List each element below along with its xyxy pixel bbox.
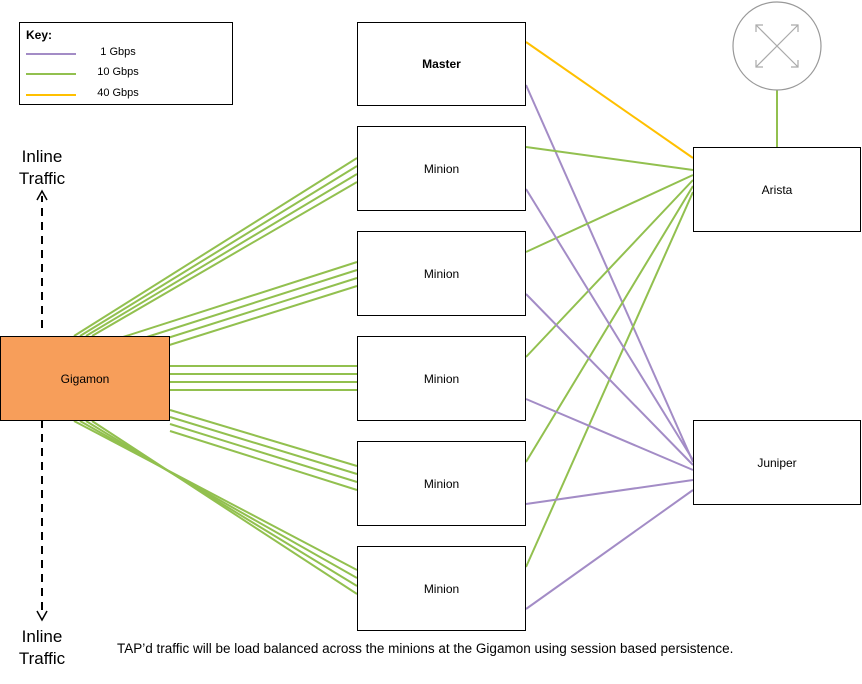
inline-arrow-down-head	[36, 610, 48, 622]
legend-label-1g: 1 Gbps	[100, 46, 136, 58]
inline-traffic-top-line1: Inline	[21, 147, 63, 166]
gigamon-minion-5-link-1	[73, 420, 358, 571]
gigamon-node: Gigamon	[0, 336, 170, 421]
minion-3-arista-link	[525, 179, 694, 358]
legend-item-1g: 1 Gbps	[26, 46, 226, 80]
legend-swatch-1g	[26, 53, 76, 55]
gigamon-minion-4-link-4	[169, 430, 358, 491]
gigamon-minion-2-link-2	[127, 269, 358, 344]
minion-2-arista-link	[525, 174, 694, 253]
minion-2-juniper-link	[525, 293, 694, 466]
inline-traffic-bottom-line1: Inline	[21, 627, 63, 646]
minion-node-4: Minion	[357, 441, 526, 526]
gigamon-minion-4-link-3	[169, 423, 358, 483]
legend-label-40g: 40 Gbps	[97, 87, 139, 99]
legend-swatch-40g	[26, 94, 76, 96]
legend-item-40g: 40 Gbps	[26, 87, 226, 102]
internet-globe-icon	[732, 1, 822, 91]
gigamon-minion-1-link-1	[73, 157, 358, 337]
inline-traffic-top-line2: Traffic	[18, 169, 66, 188]
inline-traffic-arrows	[36, 189, 48, 622]
minion-1-juniper-link	[525, 188, 694, 461]
minion-node-1: Minion	[357, 126, 526, 211]
legend-swatch-10g	[26, 73, 76, 75]
gigamon-minion-4-link-2	[169, 416, 358, 475]
juniper-router-node: Juniper	[693, 420, 861, 505]
master-node: Master	[357, 22, 526, 106]
minion-4-juniper-link	[525, 479, 694, 505]
inline-traffic-label-top: Inline Traffic	[7, 146, 77, 190]
gigamon-minion-2-link-1	[119, 261, 358, 339]
inline-arrow-up-head	[36, 189, 48, 201]
legend-label-10g: 10 Gbps	[97, 66, 139, 78]
master-arista-link	[525, 41, 694, 159]
gigamon-minion-5-link-2	[79, 420, 358, 579]
legend-title: Key:	[26, 28, 53, 42]
minion-node-3: Minion	[357, 336, 526, 421]
minion-5-juniper-link	[525, 489, 694, 610]
inline-traffic-bottom-line2: Traffic	[18, 649, 66, 668]
inline-traffic-label-bottom: Inline Traffic	[7, 626, 77, 670]
legend-key: Key: 1 Gbps 10 Gbps 40 Gbps	[19, 22, 233, 105]
minion-3-juniper-link	[525, 398, 694, 471]
gigamon-minion-1-link-2	[79, 165, 358, 337]
gigamon-minion-5-link-4	[91, 420, 358, 595]
minion-node-5: Minion	[357, 546, 526, 631]
arista-switch-node: Arista	[693, 147, 861, 232]
gigamon-minion-5-link-3	[85, 420, 358, 587]
gigamon-minion-2-link-3	[135, 277, 358, 349]
caption-text: TAP’d traffic will be load balanced acro…	[117, 641, 734, 656]
legend-item-10g: 10 Gbps	[26, 66, 226, 81]
gigamon-minion-1-link-3	[85, 173, 358, 337]
gigamon-minion-4-link-1	[169, 409, 358, 467]
minion-1-arista-link	[525, 146, 694, 171]
gigamon-minion-1-link-4	[91, 181, 358, 337]
master-juniper-link	[525, 84, 694, 463]
gigamon-minion-2-link-4	[143, 285, 358, 354]
minion-node-2: Minion	[357, 231, 526, 316]
